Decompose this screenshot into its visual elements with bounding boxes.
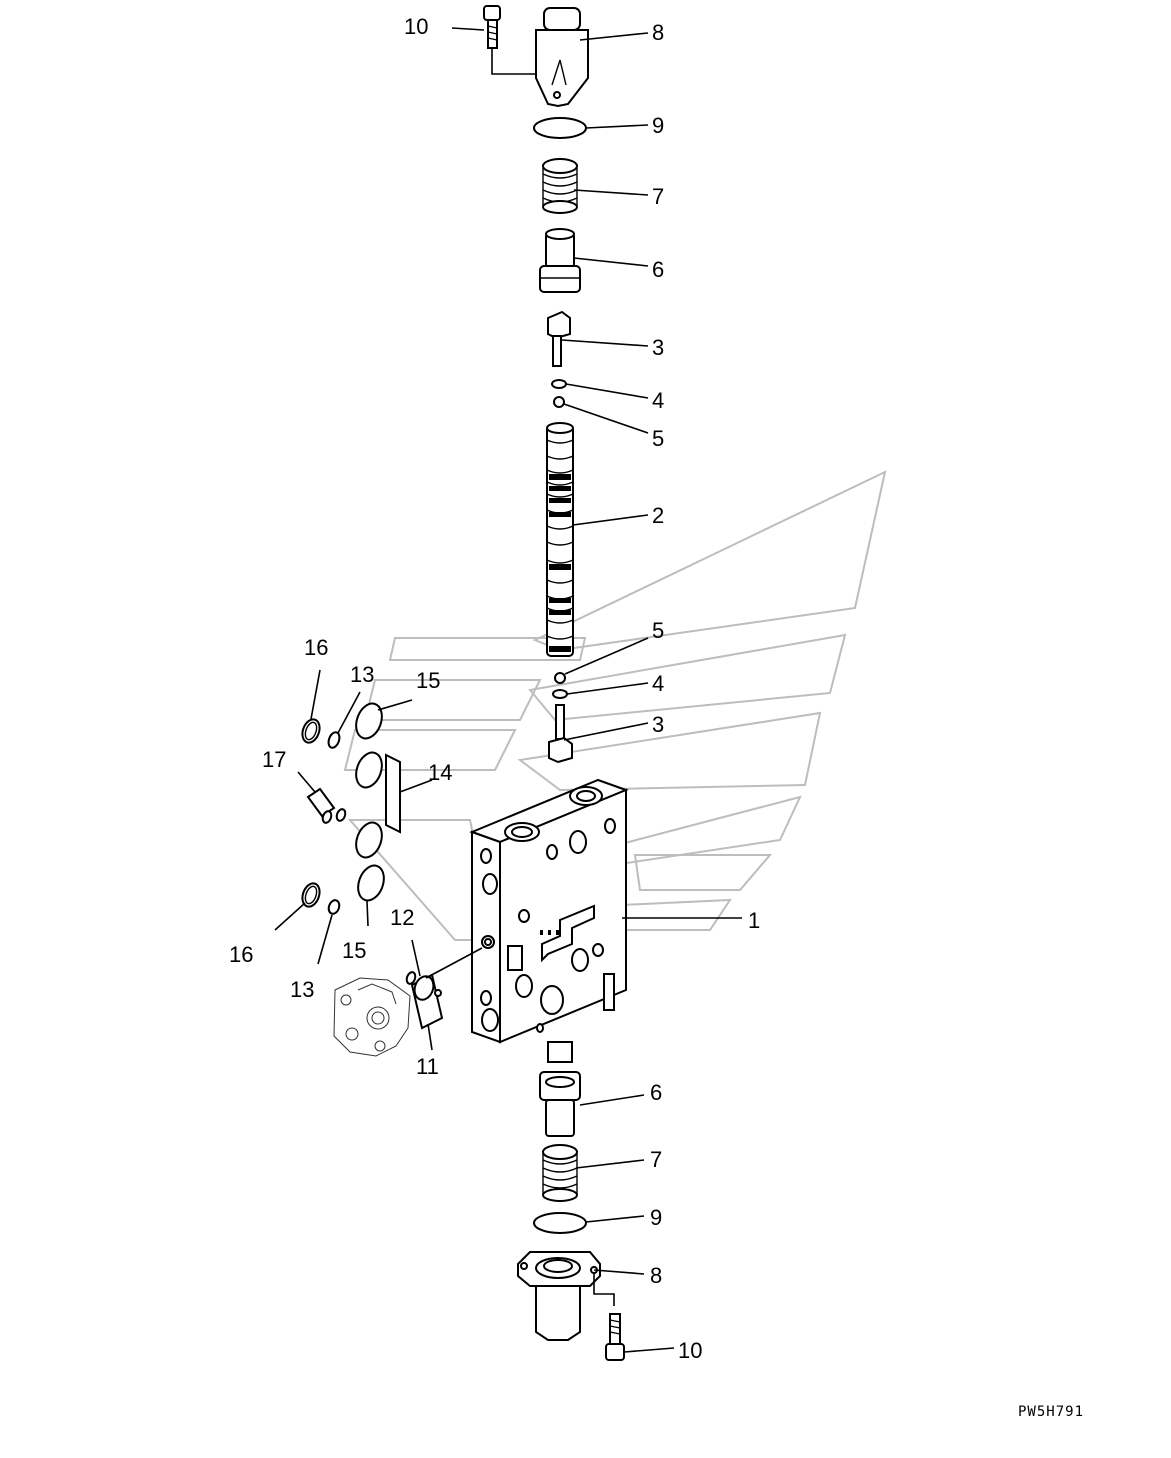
oring-13-top (327, 731, 341, 749)
spring-top (542, 158, 578, 214)
callout-10-bottom: 10 (678, 1338, 702, 1363)
oring-12 (405, 971, 417, 985)
callout-6-top: 6 (652, 257, 664, 282)
callout-labels: 10 8 9 7 6 3 4 5 2 5 4 3 1 6 7 9 8 10 16… (229, 14, 760, 1363)
callout-3-top: 3 (652, 335, 664, 360)
bolt-top (483, 5, 556, 75)
backup-ring-16-top (301, 718, 321, 744)
callout-4-bottom: 4 (652, 671, 664, 696)
backup-ring-16-bottom (301, 882, 321, 908)
ball-5-top (553, 396, 565, 408)
oring-15-top (355, 702, 383, 740)
callout-8-top: 8 (652, 20, 664, 45)
ring-4-top (551, 379, 567, 389)
stopper-top (547, 310, 571, 367)
cover-bottom (517, 1251, 615, 1341)
shim-top (533, 117, 587, 139)
callout-9-top: 9 (652, 113, 664, 138)
cover-top (535, 7, 589, 108)
ring-4-bottom (552, 689, 568, 699)
callout-4-top: 4 (652, 388, 664, 413)
callout-13-top: 13 (350, 662, 374, 687)
pin-17 (306, 787, 347, 824)
leader-lines (274, 27, 742, 1353)
callout-16-top: 16 (304, 635, 328, 660)
figure-code: PW5H791 (1018, 1404, 1084, 1420)
callout-5-top: 5 (652, 426, 664, 451)
callout-1: 1 (748, 908, 760, 933)
callout-10-top: 10 (404, 14, 428, 39)
callout-12: 12 (390, 905, 414, 930)
callout-7-bottom: 7 (650, 1147, 662, 1172)
spring-bottom (542, 1144, 578, 1202)
valve-body (469, 778, 629, 1063)
oring-15-bottom (357, 864, 385, 902)
callout-8-bottom: 8 (650, 1263, 662, 1288)
callout-14: 14 (428, 760, 452, 785)
plate-11 (410, 973, 444, 1030)
callout-3-bottom: 3 (652, 712, 664, 737)
retainer-top (539, 228, 581, 293)
plate-14 (355, 751, 401, 859)
callout-5-bottom: 5 (652, 618, 664, 643)
callout-17: 17 (262, 747, 286, 772)
spool (546, 422, 574, 657)
callout-9-bottom: 9 (650, 1205, 662, 1230)
bolt-bottom (605, 1313, 625, 1361)
callout-11: 11 (416, 1054, 439, 1079)
stopper-bottom (548, 704, 573, 764)
callout-13-bottom: 13 (290, 977, 314, 1002)
valve-block-faint (333, 977, 411, 1057)
oring-13-bottom (327, 899, 341, 915)
callout-16-bottom: 16 (229, 942, 253, 967)
callout-7-top: 7 (652, 184, 664, 209)
callout-6-bottom: 6 (650, 1080, 662, 1105)
retainer-bottom (539, 1071, 581, 1137)
callout-2: 2 (652, 503, 664, 528)
shim-bottom (533, 1212, 587, 1234)
ball-5-bottom (554, 672, 566, 684)
callout-15-top: 15 (416, 668, 440, 693)
callout-15-bottom: 15 (342, 938, 366, 963)
